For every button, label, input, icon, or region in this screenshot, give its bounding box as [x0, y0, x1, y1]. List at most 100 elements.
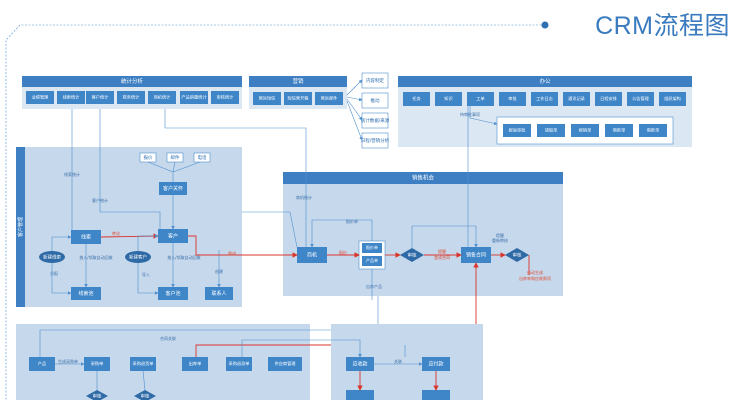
lbl-lead: 跟进	[228, 250, 236, 256]
purchase-item-2	[130, 357, 156, 371]
purchase-item-3	[182, 357, 208, 371]
lbl-assign: 分配	[50, 270, 58, 276]
stats-item-5-label: 产品销量统计	[181, 94, 206, 101]
office-item-8-label: 组织架构	[664, 95, 681, 102]
approve-diamond-1	[400, 248, 424, 262]
customer-top-2	[193, 152, 211, 163]
client-opportunity-link	[188, 235, 298, 258]
stats-item-0-label: 业绩管理	[32, 94, 50, 101]
marketing-side-0-label: 内容制定	[366, 77, 384, 84]
purchase-item-3-label: 出库单	[189, 360, 202, 367]
stats-item-3	[117, 91, 145, 104]
lbl-gen-purchase: 生成采购单	[58, 358, 78, 364]
receivable-sub	[346, 390, 374, 400]
purchase-item-1-label: 采购单	[91, 360, 104, 367]
clue-pool	[71, 287, 101, 300]
lbl-print: 出库产品	[366, 283, 382, 289]
receivable-box	[346, 357, 374, 371]
create-clue	[39, 251, 65, 263]
client-pool-label: 客户池	[165, 290, 180, 297]
office-item-0	[403, 92, 430, 106]
import-link	[137, 263, 159, 295]
top-link	[39, 296, 379, 357]
contract-box	[461, 247, 491, 263]
office-item-0-label: 任务	[412, 95, 421, 102]
client-stat-link	[99, 109, 161, 229]
payable-box-label: 应付款	[428, 361, 443, 368]
mk-link-3	[346, 100, 363, 141]
assign-link	[51, 263, 72, 295]
purchase-item-5-label: 供应商管理	[275, 360, 297, 367]
stats-header	[22, 76, 242, 87]
lbl-opp-stat: 商机统计	[296, 194, 312, 200]
office-item-6	[595, 92, 622, 106]
quote-sheet-label: 报价单	[366, 244, 378, 250]
office-item-1-label: 知识	[444, 95, 452, 102]
customer-top-0-label: 报价	[144, 154, 153, 161]
stats-item-4-label: 商机统计	[154, 94, 171, 101]
sales-panel	[283, 184, 563, 296]
office-item-4	[531, 92, 558, 106]
customer-panel	[25, 147, 242, 307]
stats-item-4	[148, 91, 176, 104]
lbl-import: 导入	[142, 271, 150, 277]
outer-frame-line	[5, 24, 545, 400]
lbl-gen-top: 自动生成	[527, 269, 543, 275]
lbl-pool2: 放入/领取自动回收	[167, 254, 200, 260]
client-create-link	[137, 234, 159, 251]
lbl-pass2: 提醒	[496, 232, 504, 238]
lbl-finance-link: 关联	[394, 358, 402, 364]
office-item-6-label: 日程安排	[600, 95, 618, 102]
purchase-item-0-label: 产品	[38, 360, 46, 367]
return-approve-link	[142, 370, 146, 391]
marketing-header	[249, 76, 347, 87]
approve-diamond-2-label: 审核	[513, 252, 522, 259]
office-item-1	[435, 92, 462, 106]
office-sub-4	[639, 124, 667, 137]
office-item-8	[659, 92, 686, 106]
office-sub-0	[503, 124, 531, 137]
client-care-label: 客户关怀	[163, 185, 183, 192]
office-link	[469, 106, 498, 126]
quote-sheet	[362, 243, 382, 253]
customer-side-header	[16, 147, 25, 307]
create-client	[125, 251, 151, 263]
clue-box	[71, 230, 101, 244]
purchase-item-5	[268, 357, 302, 371]
client-box-label: 客户	[168, 233, 178, 240]
office-sub-2-label: 报销单	[579, 127, 592, 134]
lbl-convert: 转化	[112, 230, 120, 236]
mk-link-1	[346, 96, 363, 102]
clue-box-label: 线索	[81, 234, 91, 241]
sales-header	[283, 172, 563, 184]
purchase-approve-1	[86, 390, 108, 402]
office-item-7-label: 公告管理	[632, 95, 650, 102]
stats-item-1-label: 线索统计	[63, 94, 80, 101]
stats-item-2	[86, 91, 114, 104]
purchase-item-1	[84, 357, 110, 371]
office-item-3-label: 审批	[508, 95, 517, 102]
contract-box-label: 销售合同	[466, 252, 486, 259]
stats-item-1	[57, 91, 85, 104]
purchase-approve-2-label: 审核	[141, 393, 150, 400]
frame-end-dot	[541, 21, 549, 29]
stats-item-3-label: 财务统计	[123, 94, 140, 101]
marketing-item-1	[284, 92, 312, 105]
purchase-item-2-label: 采购退货单	[133, 360, 154, 367]
purchase-approve-1-label: 审核	[93, 393, 102, 400]
contact-box-label: 联系人	[211, 290, 226, 297]
mk-link-0	[346, 79, 363, 96]
stats-item-6-label: 审核统计	[217, 94, 234, 101]
opportunity-box-label: 商机	[307, 252, 317, 259]
marketing-side-3-label: 日程/营销分析	[361, 137, 390, 144]
marketing-item-2	[315, 92, 343, 105]
marketing-side-1-label: 推动	[371, 97, 380, 104]
care-link-b	[172, 161, 176, 173]
office-sub-1-label: 请假单	[545, 127, 558, 134]
office-sub-3	[605, 124, 633, 137]
office-item-2-label: 工单	[476, 95, 484, 102]
lbl-quote2: 报价单	[346, 218, 358, 224]
marketing-item-1-label: 短信营开箱	[288, 95, 309, 102]
client-pool	[158, 287, 188, 300]
